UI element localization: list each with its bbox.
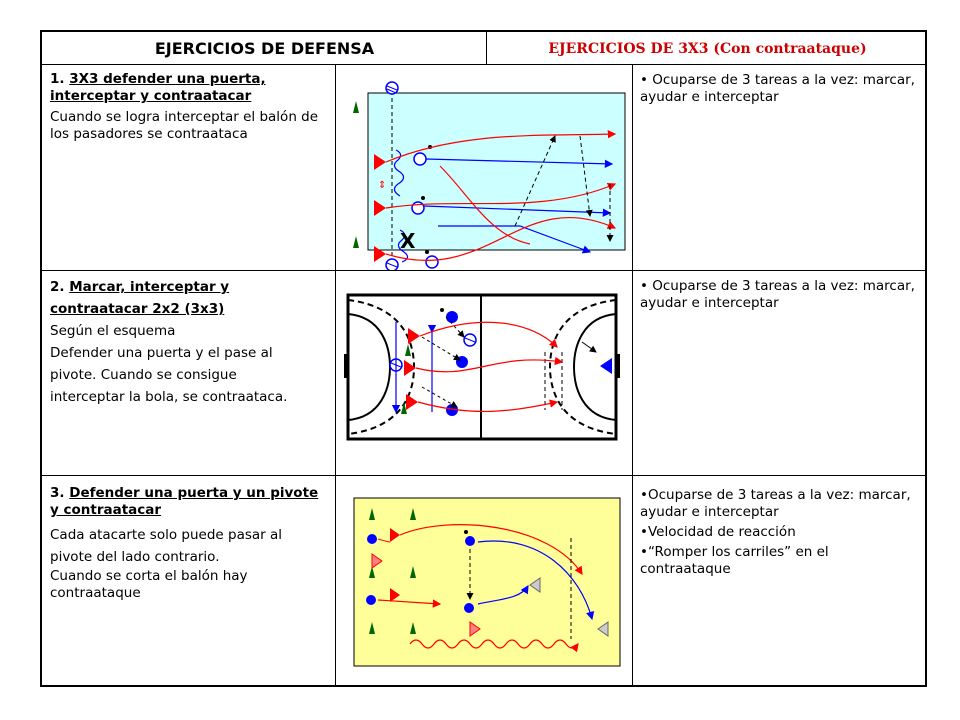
row-1-line-1: Cuando se logra interceptar el balón de … xyxy=(50,109,319,142)
row-2-title: Marcar, interceptar y contraatacar 2x2 (… xyxy=(50,279,230,317)
row-3-note-3: •“Romper los carriles” en el contraataqu… xyxy=(640,544,829,577)
row-1-notes: • Ocuparse de 3 tareas a la vez: marcar,… xyxy=(640,72,922,109)
row-3-note-2: •Velocidad de reacción xyxy=(640,524,796,540)
row-3-line-3: Cuando se corta el balón hay contraataqu… xyxy=(50,568,248,601)
attacker-3 xyxy=(425,255,439,269)
row-3-description: 3. Defender una puerta y un pivote y con… xyxy=(50,485,328,602)
row-1-title: 3X3 defender una puerta, interceptar y c… xyxy=(50,71,266,104)
cone-bottom xyxy=(353,236,359,248)
row-2-note-1: • Ocuparse de 3 tareas a la vez: marcar,… xyxy=(640,278,915,311)
header-defense-title: EJERCICIOS DE DEFENSA xyxy=(154,39,375,58)
court-defender-1 xyxy=(408,328,420,344)
header-3x3-title: EJERCICIOS DE 3X3 (Con contraataque) xyxy=(548,40,867,57)
diagram-row-2 xyxy=(344,293,620,441)
column-divider-header xyxy=(486,32,487,65)
court-defender-2 xyxy=(404,360,416,376)
row-divider-1 xyxy=(42,270,927,271)
right-goal-area xyxy=(572,313,617,421)
attacker-1 xyxy=(413,152,427,166)
row-3-notes: •Ocuparse de 3 tareas a la vez: marcar, … xyxy=(640,487,922,581)
row-divider-2 xyxy=(42,475,927,476)
cone-top xyxy=(353,101,359,113)
row-2-notes: • Ocuparse de 3 tareas a la vez: marcar,… xyxy=(640,278,922,315)
field-area xyxy=(367,92,626,251)
defender-2 xyxy=(374,200,386,216)
court-defender-3 xyxy=(406,394,418,410)
row-3-note-1: •Ocuparse de 3 tareas a la vez: marcar, … xyxy=(640,487,911,520)
row-2-line-3: pivote. Cuando se consigue xyxy=(50,367,237,383)
row-2-number: 2. xyxy=(50,279,65,295)
row-divider-header xyxy=(42,64,927,65)
lane-attacker-4 xyxy=(464,603,474,613)
row-2-line-1: Según el esquema xyxy=(50,323,176,339)
row-3-number: 3. xyxy=(50,485,65,501)
row-1-description: 1. 3X3 defender una puerta, interceptar … xyxy=(50,71,328,143)
court-attacker-1 xyxy=(446,311,458,323)
row-3-title: Defender una puerta y un pivote y contra… xyxy=(50,485,319,518)
column-divider-2 xyxy=(632,65,633,687)
exercise-table: EJERCICIOS DE DEFENSA EJERCICIOS DE 3X3 … xyxy=(40,30,927,687)
lane-attacker-1 xyxy=(367,534,377,544)
diagram-row-3 xyxy=(353,497,621,667)
defender-1 xyxy=(374,154,386,170)
row-1-note-1: • Ocuparse de 3 tareas a la vez: marcar,… xyxy=(640,72,915,105)
yellow-field xyxy=(353,497,621,667)
court-attacker-2 xyxy=(456,356,468,368)
court-goalkeeper xyxy=(600,358,612,374)
lane-attacker-3 xyxy=(465,536,475,546)
diagram-row-1: ⇕ X xyxy=(353,81,626,270)
svg-text:⇕: ⇕ xyxy=(378,180,386,191)
defender-3 xyxy=(374,246,386,262)
row-2-line-4: interceptar la bola, se contraataca. xyxy=(50,389,288,405)
row-3-line-1: Cada atacarte solo puede pasar al xyxy=(50,527,283,543)
column-divider-1 xyxy=(335,65,336,687)
row-2-line-2: Defender una puerta y el pase al xyxy=(50,345,273,361)
lane-attacker-2 xyxy=(366,595,376,605)
row-2-description: 2. Marcar, interceptar y contraatacar 2x… xyxy=(50,276,328,408)
row-1-number: 1. xyxy=(50,71,65,87)
interception-x-mark: X xyxy=(400,229,416,253)
row-3-line-2: pivote del lado contrario. xyxy=(50,549,220,565)
